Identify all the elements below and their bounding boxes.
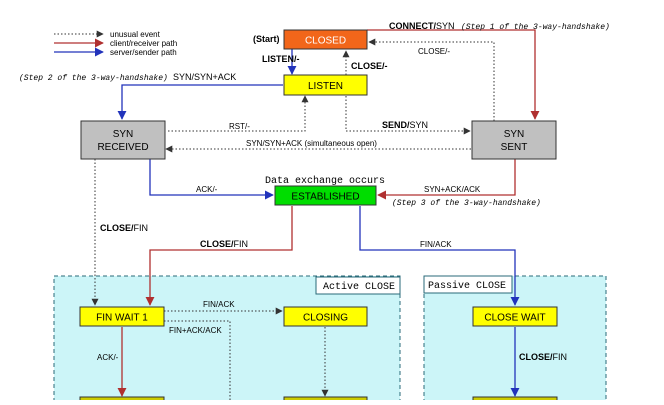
edge-finwait1-timewait <box>164 320 231 402</box>
close-fin-right-bold: CLOSE/ <box>519 352 553 362</box>
legend: unusual event client/receiver path serve… <box>54 30 177 57</box>
active-close-tag <box>315 276 401 295</box>
state-syn-received-line1: SYN <box>113 129 134 140</box>
state-fin-wait-1-box <box>79 306 165 327</box>
edge-listen-synsent <box>345 96 471 135</box>
active-close-region <box>53 275 401 405</box>
state-close-wait-box <box>472 306 558 327</box>
state-close-wait[interactable]: CLOSE WAIT <box>472 306 558 327</box>
connect-label-bold: CONNECT/ <box>389 21 436 31</box>
passive-close-tag <box>423 275 513 294</box>
edge-synrcvd-established <box>149 159 274 200</box>
send-label-bold: SEND/ <box>382 120 410 130</box>
edge-established-closewait <box>359 206 520 306</box>
close-event-label: CLOSE/- <box>418 47 450 56</box>
send-label-rest: SYN <box>410 120 429 130</box>
close-fin-mid-bold: CLOSE/ <box>200 239 234 249</box>
state-close-wait-label: CLOSE WAIT <box>484 313 545 324</box>
simultaneous-label: SYN/SYN+ACK (simultaneous open) <box>246 139 377 148</box>
state-closed-box <box>283 29 368 50</box>
edge-synsent-closed <box>368 38 495 121</box>
state-fin-wait-1[interactable]: FIN WAIT 1 <box>79 306 165 327</box>
edge-closed-synsent <box>367 29 540 120</box>
state-syn-sent-line2: SENT <box>501 142 528 153</box>
close-fin-mid-label: CLOSE/FIN <box>200 239 248 249</box>
state-syn-received[interactable]: SYN RECEIVED <box>80 120 166 160</box>
simultaneous-label-text: SYN/SYN+ACK (simultaneous open) <box>246 139 377 148</box>
step3-label: (Step 3 of the 3-way-handshake) <box>392 199 541 208</box>
state-syn-sent-box <box>471 120 557 160</box>
close-fin-left-label: CLOSE/FIN <box>100 223 148 233</box>
legend-unusual-label: unusual event <box>110 30 161 39</box>
state-listen-label: LISTEN <box>308 81 343 92</box>
passive-close-label: Passive CLOSE <box>428 280 506 292</box>
active-close-label: Active CLOSE <box>323 281 395 293</box>
ack-dash-label: ACK/- <box>196 185 218 194</box>
state-closing[interactable]: CLOSING <box>283 306 368 327</box>
synack-ack-label: SYN+ACK/ACK <box>424 185 481 194</box>
connect-label: CONNECT/SYN <box>389 21 455 31</box>
syn-synack-label: SYN/SYN+ACK <box>173 72 236 82</box>
fin-ack-ack-label: FIN+ACK/ACK <box>169 326 222 335</box>
state-closing-box <box>283 306 368 327</box>
state-listen-box <box>283 74 368 96</box>
fin-ack-closing-label: FIN/ACK <box>203 300 235 309</box>
edge-synsent-established <box>377 159 516 200</box>
state-established-label: ESTABLISHED <box>291 192 359 203</box>
step1-label: (Step 1 of the 3-way-handshake) <box>461 23 610 32</box>
send-label: SEND/SYN <box>382 120 428 130</box>
state-closed-label: CLOSED <box>305 36 346 47</box>
edge-listen-synrcvd <box>117 84 283 120</box>
legend-client-label: client/receiver path <box>110 39 177 48</box>
connect-label-rest: SYN <box>436 21 455 31</box>
close-fin-left-bold: CLOSE/ <box>100 223 134 233</box>
data-exchange-label: Data exchange occurs <box>265 175 385 187</box>
state-listen[interactable]: LISTEN <box>283 74 368 96</box>
close-fin-right-label: CLOSE/FIN <box>519 352 567 362</box>
close-fin-mid-rest: FIN <box>234 239 249 249</box>
legend-server-label: server/sender path <box>110 48 177 57</box>
ack-dash-finwait-label: ACK/- <box>97 353 119 362</box>
close-fin-left-rest: FIN <box>134 223 149 233</box>
state-closing-label: CLOSING <box>303 313 348 324</box>
close-fin-right-rest: FIN <box>553 352 568 362</box>
close-listen-label: CLOSE/- <box>351 61 388 71</box>
state-established-box <box>274 185 377 206</box>
state-syn-received-box <box>80 120 166 160</box>
start-label: (Start) <box>253 34 280 44</box>
state-established[interactable]: ESTABLISHED <box>274 185 377 206</box>
state-syn-sent-line1: SYN <box>504 129 525 140</box>
step2-label: (Step 2 of the 3-way-handshake) <box>19 74 168 83</box>
state-syn-received-line2: RECEIVED <box>97 142 148 153</box>
state-syn-sent[interactable]: SYN SENT <box>471 120 557 160</box>
edge-synrcvd-listen <box>168 95 309 132</box>
state-fin-wait-1-label: FIN WAIT 1 <box>96 313 148 324</box>
edge-established-finwait1 <box>145 206 293 306</box>
listen-event-label: LISTEN/- <box>262 54 300 64</box>
rst-label: RST/- <box>229 122 250 131</box>
fin-ack-right-label: FIN/ACK <box>420 240 452 249</box>
state-closed[interactable]: CLOSED <box>283 29 368 50</box>
